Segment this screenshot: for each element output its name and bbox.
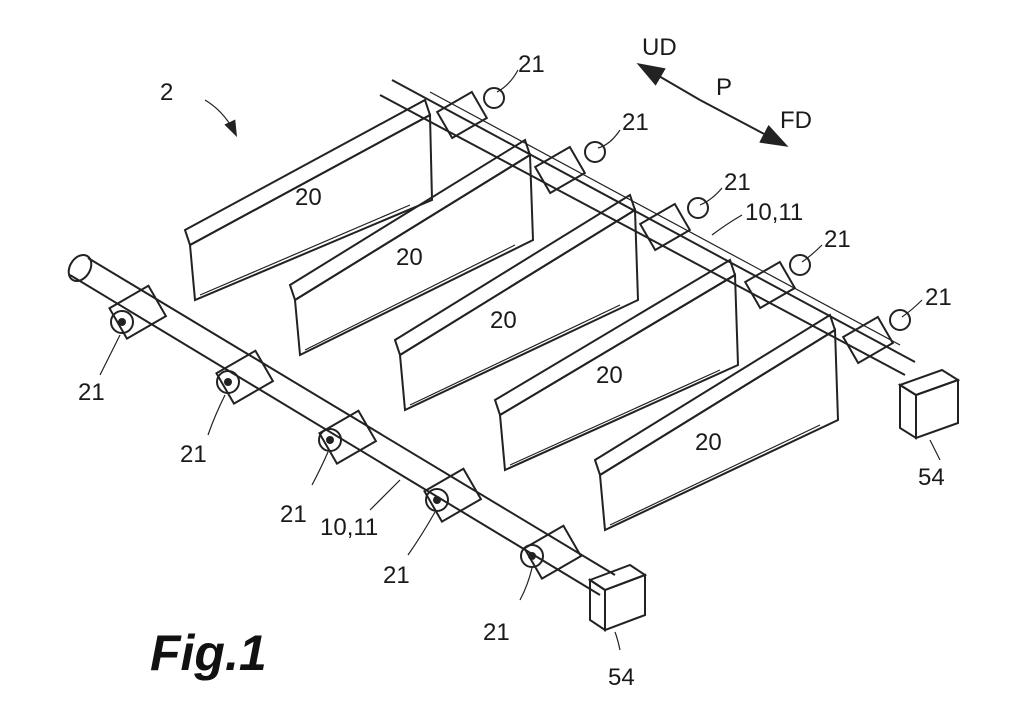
actuator-box-back [897, 368, 961, 440]
back-coupling-3 [638, 197, 709, 252]
front-shaft [67, 253, 616, 596]
front-coupling-2 [215, 349, 275, 405]
label-coupling-front-2: 21 [180, 441, 207, 468]
label-coupling-back-5: 21 [925, 284, 952, 311]
label-paddle-5: 20 [695, 429, 722, 456]
label-paddle-4: 20 [596, 362, 623, 389]
label-paddle-1: 20 [295, 184, 322, 211]
back-coupling-4 [743, 254, 811, 310]
label-coupling-front-1: 21 [78, 379, 105, 406]
label-coupling-back-4: 21 [824, 226, 851, 253]
front-coupling-5 [520, 524, 583, 580]
label-coupling-back-3: 21 [724, 169, 751, 196]
paddle-1 [183, 98, 434, 302]
label-direction-forward: FD [780, 107, 812, 134]
label-paddle-2: 20 [396, 244, 423, 271]
paddle-3 [393, 193, 640, 412]
figure-caption: Fig.1 [150, 625, 267, 681]
label-coupling-front-5: 21 [483, 619, 510, 646]
paddle-2 [288, 138, 535, 357]
label-actuator-front: 54 [608, 664, 635, 691]
label-shaft-back: 10,11 [745, 199, 803, 226]
front-coupling-3 [318, 409, 378, 465]
label-paddle-3: 20 [490, 307, 517, 334]
label-coupling-front-3: 21 [280, 501, 307, 528]
label-coupling-back-1: 21 [518, 51, 545, 78]
paddle-4 [493, 258, 740, 472]
label-direction-up: UD [642, 34, 677, 61]
label-direction-process: P [716, 74, 732, 101]
label-coupling-front-4: 21 [383, 562, 410, 589]
label-assembly: 2 [160, 79, 173, 106]
leader-lines [99, 69, 941, 651]
actuator-box-front [587, 563, 648, 632]
label-coupling-back-2: 21 [622, 109, 649, 136]
back-coupling-2 [533, 141, 606, 195]
back-coupling-1 [435, 87, 505, 140]
front-coupling-4 [423, 467, 483, 523]
back-coupling-5 [841, 309, 911, 365]
front-coupling-1 [108, 284, 168, 340]
paddle-5 [593, 313, 840, 532]
label-shaft-front: 10,11 [320, 514, 378, 541]
back-shaft [379, 79, 916, 376]
direction-arrow [636, 62, 789, 147]
label-actuator-back: 54 [918, 464, 945, 491]
